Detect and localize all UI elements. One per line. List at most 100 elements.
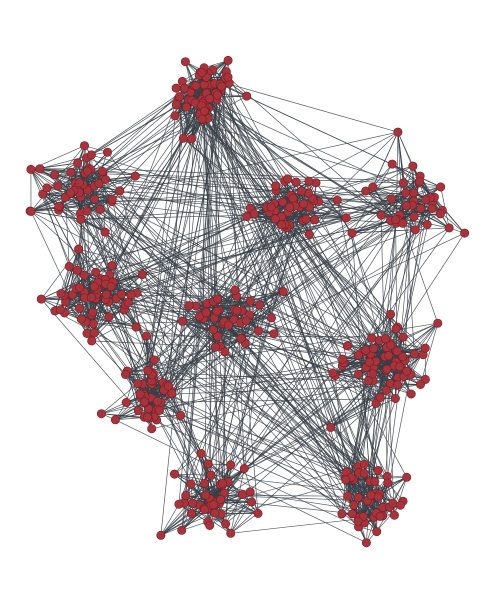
edge bbox=[91, 154, 267, 208]
node bbox=[95, 205, 105, 215]
node bbox=[398, 352, 408, 362]
node bbox=[180, 57, 190, 67]
edge bbox=[144, 67, 205, 402]
node bbox=[254, 326, 264, 336]
node bbox=[167, 388, 177, 398]
edge bbox=[144, 208, 421, 395]
node bbox=[304, 230, 314, 240]
node bbox=[197, 68, 207, 78]
edge bbox=[75, 183, 208, 510]
edge bbox=[125, 304, 370, 363]
node bbox=[177, 525, 187, 535]
node bbox=[376, 210, 386, 220]
node bbox=[444, 223, 454, 233]
node bbox=[206, 470, 216, 480]
edge bbox=[92, 310, 217, 313]
edge bbox=[209, 501, 252, 526]
edge bbox=[362, 197, 431, 517]
edge bbox=[115, 419, 367, 544]
node bbox=[208, 325, 218, 335]
node bbox=[56, 289, 66, 299]
node bbox=[398, 332, 408, 342]
edge bbox=[156, 77, 229, 420]
node bbox=[368, 369, 378, 379]
node bbox=[393, 380, 403, 390]
node bbox=[349, 500, 359, 510]
edge bbox=[181, 521, 208, 531]
node bbox=[277, 220, 287, 230]
node bbox=[211, 342, 221, 352]
edge bbox=[101, 383, 138, 414]
edge bbox=[102, 107, 209, 174]
node bbox=[88, 319, 98, 329]
node bbox=[361, 538, 371, 548]
edge bbox=[91, 340, 371, 355]
node bbox=[101, 290, 111, 300]
node bbox=[89, 194, 99, 204]
edge bbox=[207, 214, 401, 465]
node bbox=[301, 214, 311, 224]
edge bbox=[226, 322, 343, 514]
node bbox=[409, 188, 419, 198]
edge bbox=[180, 102, 196, 416]
node bbox=[337, 509, 347, 519]
node bbox=[387, 159, 397, 169]
edge bbox=[65, 93, 218, 303]
node bbox=[383, 478, 393, 488]
node bbox=[389, 510, 399, 520]
edge bbox=[204, 224, 286, 484]
node bbox=[226, 528, 236, 538]
node bbox=[89, 282, 99, 292]
node bbox=[133, 379, 143, 389]
node bbox=[392, 346, 402, 356]
node bbox=[359, 459, 369, 469]
node bbox=[283, 174, 293, 184]
node bbox=[381, 385, 391, 395]
node bbox=[186, 479, 196, 489]
edge bbox=[210, 474, 380, 495]
edge bbox=[415, 227, 450, 231]
edge bbox=[54, 310, 371, 482]
edge bbox=[183, 138, 398, 328]
node bbox=[76, 314, 86, 324]
edge bbox=[79, 192, 251, 209]
node bbox=[174, 499, 184, 509]
node bbox=[55, 305, 65, 315]
node bbox=[194, 312, 204, 322]
node bbox=[126, 290, 136, 300]
node bbox=[242, 91, 252, 101]
node bbox=[402, 472, 412, 482]
node bbox=[415, 379, 425, 389]
edge bbox=[315, 182, 353, 234]
edge bbox=[75, 183, 92, 298]
node bbox=[310, 215, 320, 225]
node bbox=[170, 111, 180, 121]
edge bbox=[84, 204, 413, 276]
node bbox=[152, 396, 162, 406]
edge bbox=[216, 99, 293, 197]
node bbox=[87, 292, 97, 302]
node bbox=[380, 334, 390, 344]
node bbox=[156, 530, 166, 540]
node bbox=[367, 333, 377, 343]
edge bbox=[386, 322, 438, 348]
node bbox=[147, 424, 157, 434]
node bbox=[375, 392, 385, 402]
edge bbox=[86, 210, 347, 473]
edge bbox=[350, 380, 369, 478]
node bbox=[369, 344, 379, 354]
edge bbox=[382, 353, 415, 517]
node bbox=[398, 178, 408, 188]
edge bbox=[222, 323, 377, 404]
node bbox=[35, 164, 45, 174]
node bbox=[241, 316, 251, 326]
edge bbox=[171, 336, 218, 392]
node bbox=[368, 182, 378, 192]
edge bbox=[150, 205, 407, 398]
node bbox=[181, 490, 191, 500]
node bbox=[184, 301, 194, 311]
node bbox=[209, 500, 219, 510]
edge bbox=[115, 393, 141, 421]
node bbox=[115, 186, 125, 196]
node bbox=[373, 465, 383, 475]
